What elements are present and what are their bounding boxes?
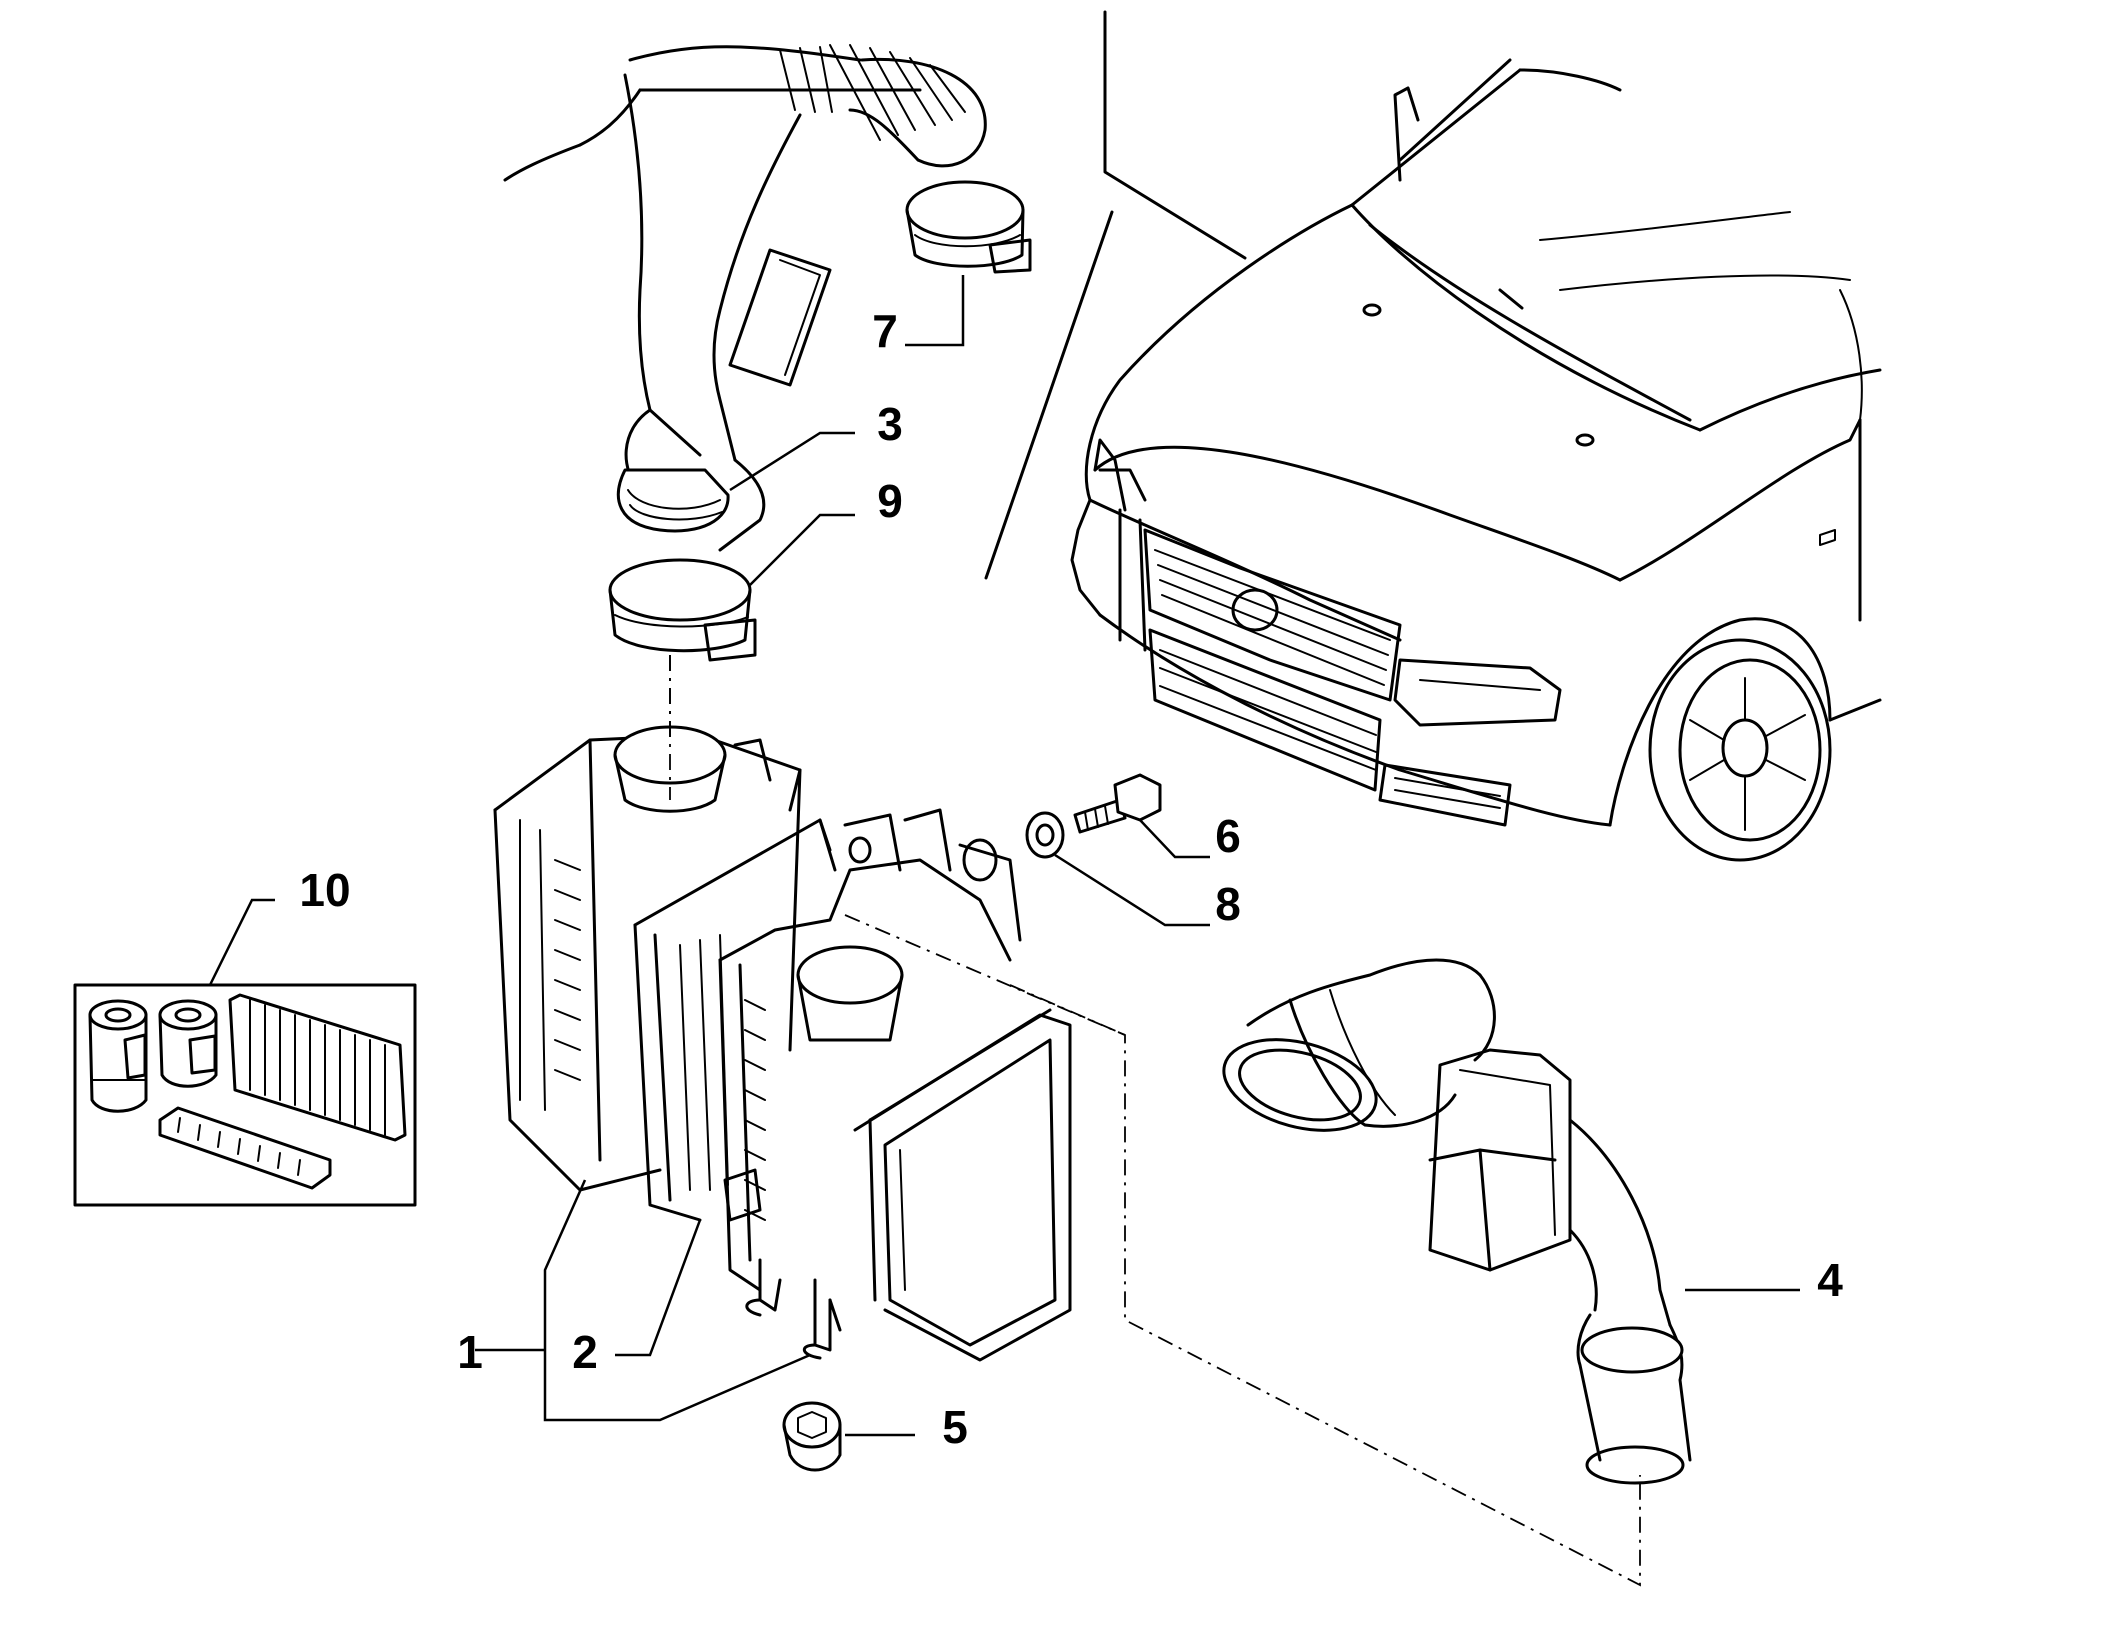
callout-5: 5 <box>942 1401 968 1453</box>
assembly-dashed-lines <box>669 655 1641 1587</box>
callout-9: 9 <box>877 475 903 527</box>
callout-10: 10 <box>299 864 350 916</box>
part-3-intake-hose <box>503 44 987 552</box>
leader-lines <box>208 275 1800 1437</box>
part-5-drain-cap <box>782 1401 842 1472</box>
oil-filter-illustration-a <box>88 999 148 1113</box>
panel-filter-illustration <box>228 993 407 1142</box>
car-front-illustration <box>984 10 1882 862</box>
part-4-air-duct <box>1222 958 1692 1485</box>
callout-3: 3 <box>877 398 903 450</box>
part-7-hose-clamp <box>905 180 1032 274</box>
part-6-bolt <box>1073 773 1162 834</box>
callout-6: 6 <box>1215 810 1241 862</box>
callout-8: 8 <box>1215 878 1241 930</box>
oil-filter-illustration-b <box>158 999 218 1088</box>
part-10-filter-kit-inset <box>73 983 417 1207</box>
callout-7: 7 <box>872 305 898 357</box>
callout-labels: 1 2 3 4 5 6 7 8 9 10 <box>299 305 1843 1453</box>
callout-4: 4 <box>1817 1254 1843 1306</box>
part-9-hose-clamp <box>608 558 757 662</box>
callout-2: 2 <box>572 1326 598 1378</box>
callout-1: 1 <box>457 1326 483 1378</box>
part-8-washer <box>1025 811 1065 859</box>
cabin-filter-illustration <box>158 1106 332 1190</box>
air-filter-housing <box>493 655 1072 1362</box>
